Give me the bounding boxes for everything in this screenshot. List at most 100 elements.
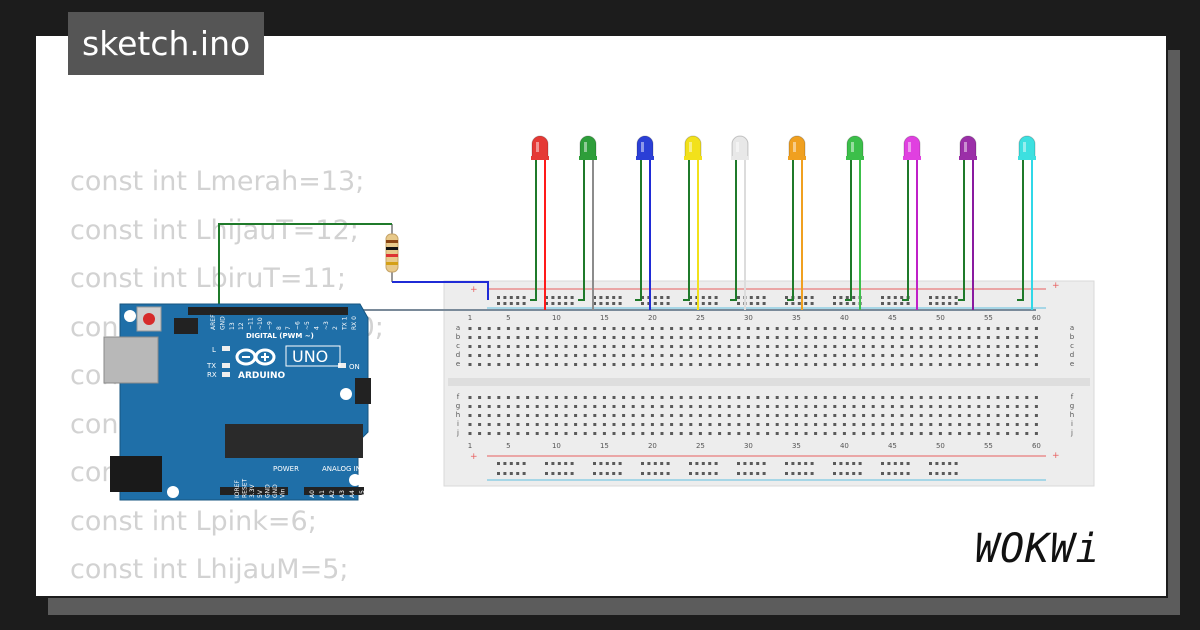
led-yellow[interactable] bbox=[683, 135, 702, 310]
pin-label: ~11 bbox=[248, 317, 255, 330]
row-letter: a bbox=[1070, 324, 1074, 332]
usb-port bbox=[103, 336, 159, 384]
row-letter: f bbox=[457, 393, 460, 401]
row-letter: e bbox=[456, 360, 460, 368]
row-letter: d bbox=[1070, 351, 1074, 359]
row-letter: b bbox=[456, 333, 461, 341]
led-body bbox=[903, 135, 921, 159]
breadboard: + + + + 11551010151520202525303035354040… bbox=[443, 280, 1095, 487]
column-number: 30 bbox=[744, 442, 753, 450]
led-ground-wire bbox=[845, 160, 852, 301]
row-letter: c bbox=[456, 342, 460, 350]
row-letter: d bbox=[456, 351, 460, 359]
column-number: 30 bbox=[744, 314, 753, 322]
pin-label: A1 bbox=[319, 490, 326, 498]
pin-label: RESET bbox=[242, 478, 249, 498]
row-letter: g bbox=[456, 402, 460, 410]
led-green[interactable] bbox=[578, 135, 597, 310]
pin-label: GND bbox=[272, 484, 279, 498]
column-number: 1 bbox=[468, 314, 472, 322]
row-letter: i bbox=[1071, 420, 1073, 428]
row-letter: h bbox=[456, 411, 460, 419]
column-number: 55 bbox=[984, 442, 993, 450]
atmega-chip bbox=[225, 424, 363, 458]
led-white[interactable] bbox=[730, 135, 749, 310]
led-ground-wire bbox=[787, 160, 794, 301]
led-ground-wire bbox=[902, 160, 909, 301]
led-orange[interactable] bbox=[787, 135, 806, 310]
breadboard-divider bbox=[448, 378, 1090, 386]
led-ground-wire bbox=[578, 160, 585, 301]
led-body bbox=[959, 135, 977, 159]
column-number: 35 bbox=[792, 314, 801, 322]
on-label: ON bbox=[349, 363, 360, 371]
pin-label: A3 bbox=[339, 490, 346, 498]
arduino-logo-icon bbox=[235, 348, 276, 366]
row-letter: a bbox=[456, 324, 460, 332]
row-letter: f bbox=[1071, 393, 1074, 401]
pin-label: GND bbox=[264, 484, 271, 498]
resistor-body bbox=[385, 233, 399, 273]
column-number: 25 bbox=[696, 314, 705, 322]
column-number: 60 bbox=[1032, 442, 1041, 450]
led-blue[interactable] bbox=[635, 135, 654, 310]
led-body bbox=[731, 135, 749, 159]
led-red[interactable] bbox=[530, 135, 549, 310]
led-cyan[interactable] bbox=[1017, 135, 1036, 310]
row-letter: g bbox=[1070, 402, 1074, 410]
column-number: 5 bbox=[506, 442, 510, 450]
pin-label: TX 1 bbox=[342, 316, 349, 331]
column-number: 5 bbox=[506, 314, 510, 322]
rail-plus-label: + bbox=[1052, 281, 1060, 291]
pin-label: ~10 bbox=[257, 317, 264, 330]
led-array bbox=[530, 135, 1036, 310]
digital-label: DIGITAL (PWM ~) bbox=[246, 332, 314, 340]
column-number: 15 bbox=[600, 314, 609, 322]
column-number: 35 bbox=[792, 442, 801, 450]
led-rx bbox=[222, 372, 230, 377]
led-pink[interactable] bbox=[902, 135, 921, 310]
column-number: 20 bbox=[648, 442, 657, 450]
pin-label: A5 bbox=[359, 490, 366, 498]
sketch-title[interactable]: sketch.ino bbox=[68, 12, 265, 75]
led-ground-wire bbox=[683, 160, 690, 301]
breadboard-labels: 1155101015152020252530303535404045455050… bbox=[456, 314, 1075, 450]
row-letter: b bbox=[1070, 333, 1075, 341]
pin-label: A2 bbox=[329, 490, 336, 498]
led-body bbox=[531, 135, 549, 159]
icsp-header bbox=[174, 318, 198, 334]
column-number: 45 bbox=[888, 442, 897, 450]
led-body bbox=[579, 135, 597, 159]
column-number: 60 bbox=[1032, 314, 1041, 322]
led-green-2[interactable] bbox=[845, 135, 864, 310]
led-body bbox=[636, 135, 654, 159]
led-purple[interactable] bbox=[958, 135, 977, 310]
column-number: 10 bbox=[552, 314, 561, 322]
pin-label: RX 0 bbox=[351, 316, 358, 330]
column-number: 20 bbox=[648, 314, 657, 322]
code-line: const int LhijauT=12; bbox=[70, 214, 359, 246]
pin-label: 12 bbox=[238, 322, 245, 330]
mount-hole bbox=[349, 474, 361, 486]
led-ground-wire bbox=[530, 160, 537, 301]
mount-hole bbox=[124, 310, 136, 322]
row-letter: j bbox=[1070, 429, 1073, 437]
code-line: const int LhijauM=5; bbox=[70, 554, 349, 585]
model-label: UNO bbox=[292, 347, 328, 366]
led-tx bbox=[222, 363, 230, 368]
pin-label: A4 bbox=[349, 490, 356, 498]
rail-plus-label: + bbox=[470, 452, 478, 462]
column-number: 45 bbox=[888, 314, 897, 322]
pin-label: 4 bbox=[313, 326, 320, 330]
rail-plus-label: + bbox=[470, 285, 478, 295]
led-ground-wire bbox=[730, 160, 737, 301]
row-letter: h bbox=[1070, 411, 1074, 419]
reset-button-cap[interactable] bbox=[143, 313, 155, 325]
led-ground-wire bbox=[958, 160, 965, 301]
arduino-uno-board[interactable]: L TX RX ON DIGITAL (PWM ~) UNO ARDUINO P… bbox=[103, 303, 371, 501]
column-number: 25 bbox=[696, 442, 705, 450]
pin-label: 2 bbox=[332, 326, 339, 330]
